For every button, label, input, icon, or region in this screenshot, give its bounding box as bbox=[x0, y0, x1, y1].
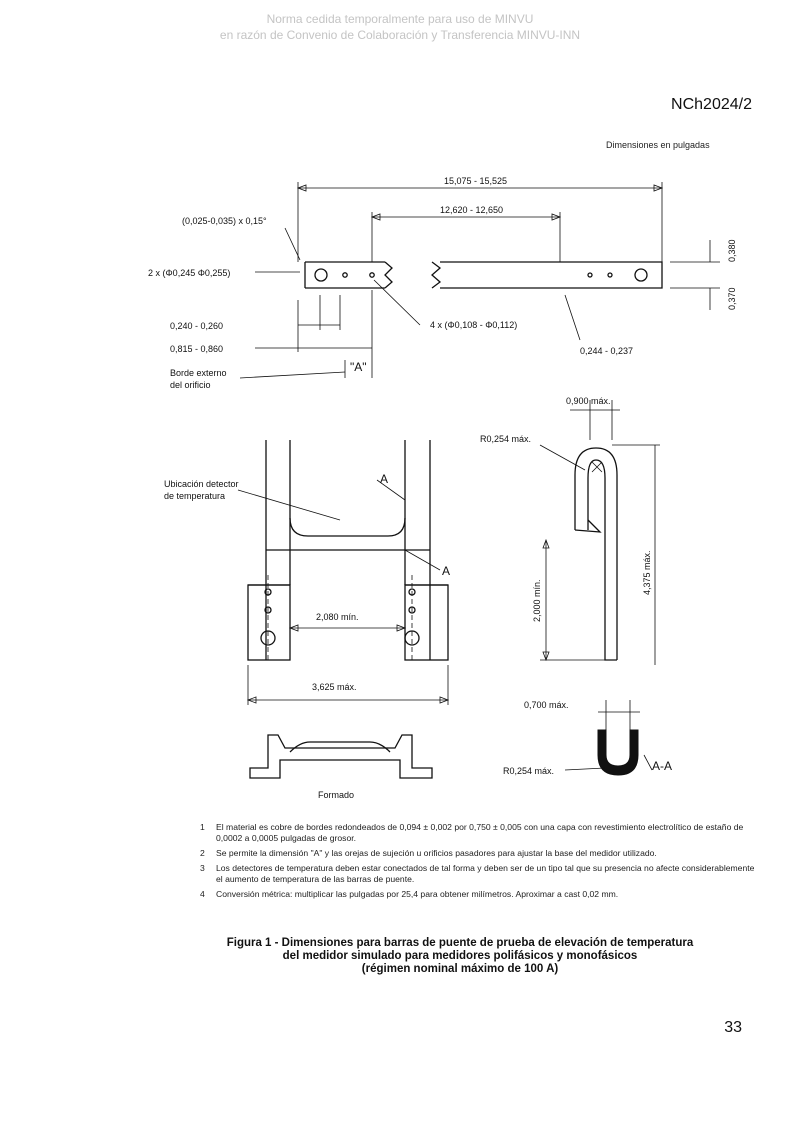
note-item: 3 Los detectores de temperatura deben es… bbox=[200, 863, 760, 885]
width-bottom-dim: 0,370 bbox=[727, 287, 737, 310]
hole-offset-dim: 0,815 - 0,860 bbox=[170, 344, 223, 354]
page-number: 33 bbox=[724, 1019, 742, 1036]
section-ref-a: "A" bbox=[350, 360, 367, 374]
edge-label-2: del orificio bbox=[170, 380, 211, 390]
note-number: 4 bbox=[200, 889, 205, 899]
radius-u-dim: R0,254 máx. bbox=[503, 766, 554, 776]
cut-mark-bottom: A bbox=[442, 564, 450, 578]
u-width-dim: 0,700 máx. bbox=[524, 700, 569, 710]
watermark-line-2: en razón de Convenio de Colaboración y T… bbox=[219, 28, 581, 42]
flat-bar-view bbox=[239, 182, 720, 379]
side-view bbox=[539, 400, 660, 665]
note-text: El material es cobre de bordes redondead… bbox=[216, 822, 744, 843]
watermark-line-1: Norma cedida temporalmente para uso de M… bbox=[266, 12, 534, 26]
technical-drawing: 15,075 - 15,525 12,620 - 12,650 (0,025-0… bbox=[148, 176, 737, 800]
note-text: Conversión métrica: multiplicar las pulg… bbox=[216, 889, 619, 899]
big-holes-dim: 2 x (Φ0,245 Φ0,255) bbox=[148, 268, 230, 278]
caption-line-1: Figura 1 - Dimensiones para barras de pu… bbox=[226, 937, 694, 949]
bridge-front-view bbox=[237, 440, 450, 705]
end-offset-dim: 0,240 - 0,260 bbox=[170, 321, 223, 331]
top-width-dim: 0,900 máx. bbox=[566, 396, 611, 406]
width-top-dim: 0,380 bbox=[727, 239, 737, 262]
edge-label-1: Borde externo bbox=[170, 368, 227, 378]
section-a-a bbox=[564, 700, 653, 776]
note-number: 2 bbox=[200, 848, 205, 858]
cut-mark-top: A bbox=[380, 472, 388, 486]
note-text: Se permite la dimensión "A" y las orejas… bbox=[216, 848, 657, 858]
inner-length-dim: 12,620 - 12,650 bbox=[440, 205, 503, 215]
caption-line-2: del medidor simulado para medidores poli… bbox=[282, 950, 638, 962]
figure-notes: 1 El material es cobre de bordes redonde… bbox=[200, 822, 760, 904]
units-label: Dimensiones en pulgadas bbox=[606, 140, 710, 150]
total-height-dim: 4,375 máx. bbox=[642, 550, 652, 595]
note-item: 4 Conversión métrica: multiplicar las pu… bbox=[200, 889, 760, 900]
note-number: 1 bbox=[200, 822, 205, 832]
small-holes-dim: 4 x (Φ0,108 - Φ0,112) bbox=[430, 320, 517, 330]
document-number: NCh2024/2 bbox=[671, 96, 752, 113]
figure-caption: Figura 1 - Dimensiones para barras de pu… bbox=[150, 937, 770, 976]
note-item: 1 El material es cobre de bordes redonde… bbox=[200, 822, 760, 844]
sensor-label-2: de temperatura bbox=[164, 491, 225, 501]
caption-line-3: (régimen nominal máximo de 100 A) bbox=[361, 963, 559, 975]
leg-height-dim: 2,000 mín. bbox=[532, 579, 542, 622]
outer-width-dim: 3,625 máx. bbox=[312, 682, 357, 692]
note-number: 3 bbox=[200, 863, 205, 873]
formed-label: Formado bbox=[318, 790, 354, 800]
overall-length-dim: 15,075 - 15,525 bbox=[444, 176, 507, 186]
thickness-dim: 0,244 - 0,237 bbox=[580, 346, 633, 356]
section-a-a-label: A-A bbox=[652, 759, 672, 773]
chamfer-dim: (0,025-0,035) x 0,15° bbox=[182, 216, 267, 226]
formed-view bbox=[249, 734, 433, 779]
inner-width-dim: 2,080 mín. bbox=[316, 612, 359, 622]
note-item: 2 Se permite la dimensión "A" y las orej… bbox=[200, 848, 760, 859]
note-text: Los detectores de temperatura deben esta… bbox=[216, 863, 755, 884]
sensor-label-1: Ubicación detector bbox=[164, 479, 239, 489]
radius-top-dim: R0,254 máx. bbox=[480, 434, 531, 444]
